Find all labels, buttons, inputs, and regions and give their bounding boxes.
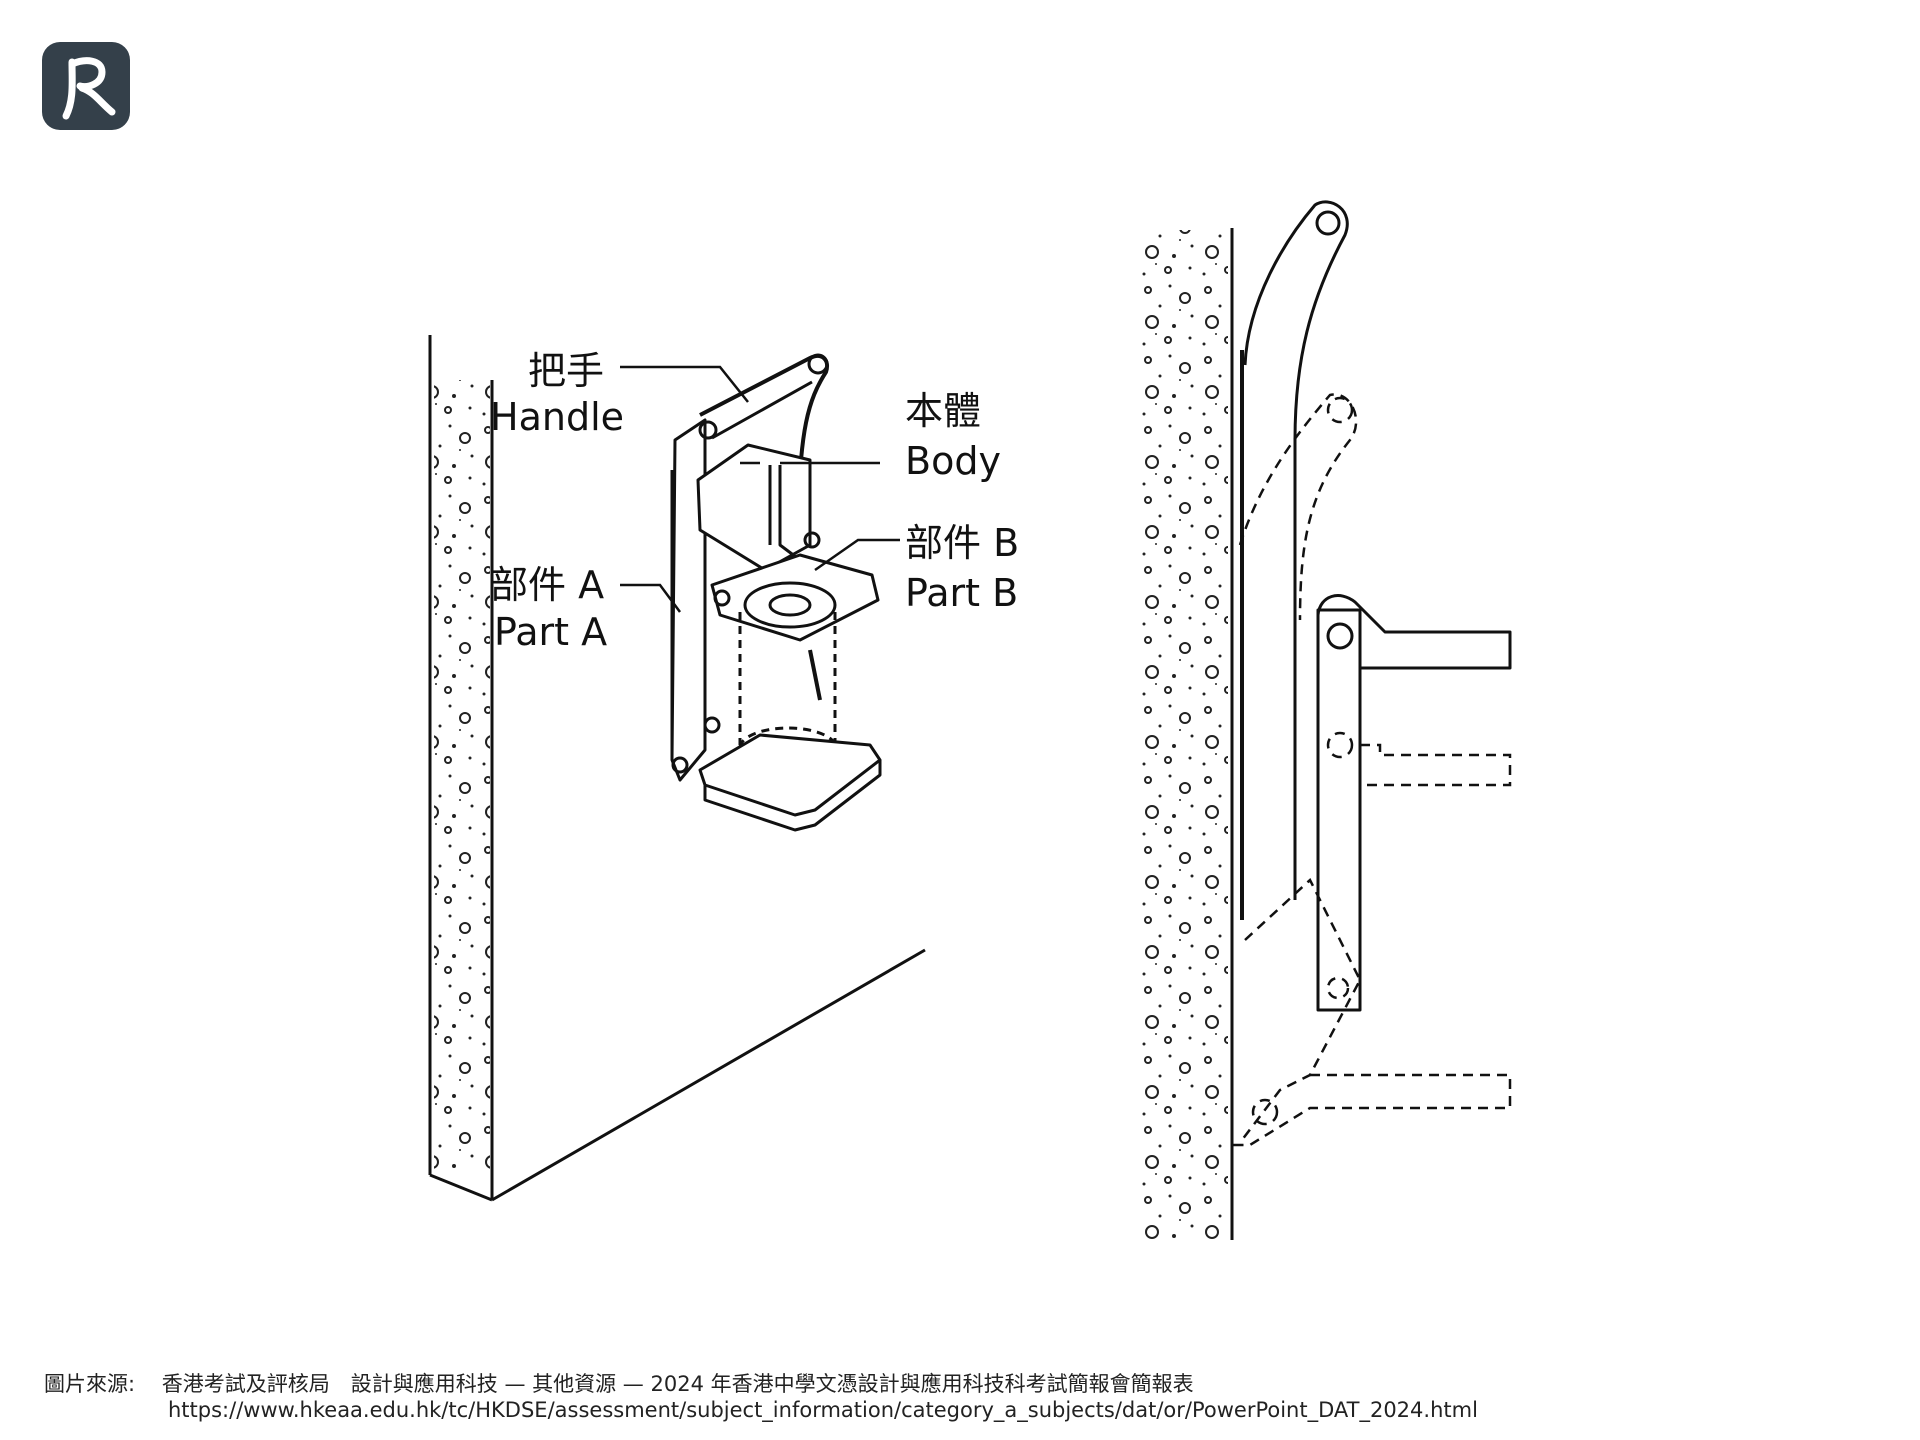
hkeaa-logo [42, 42, 130, 130]
label-body-zh: 本體 [905, 389, 981, 433]
source-text: 香港考試及評核局 設計與應用科技 — 其他資源 — 2024 年香港中學文憑設計… [161, 1372, 1194, 1396]
leader-lines-left [620, 365, 900, 613]
source-prefix: 圖片來源: [44, 1372, 136, 1396]
side-view-mechanism [1240, 200, 1512, 1012]
label-part-a-zh: 部件 A [490, 563, 604, 607]
label-part-a-en: Part A [494, 610, 607, 654]
source-caption: 圖片來源: 香港考試及評核局 設計與應用科技 — 其他資源 — 2024 年香港… [44, 1368, 1194, 1398]
label-part-b-en: Part B [905, 571, 1018, 615]
source-url[interactable]: https://www.hkeaa.edu.hk/tc/HKDSE/assess… [168, 1398, 1478, 1422]
label-part-b-zh: 部件 B [905, 521, 1019, 565]
can-crusher-isometric [670, 353, 882, 832]
label-body-en: Body [905, 439, 1001, 483]
wall-perspective [428, 335, 926, 1202]
label-handle-en: Handle [490, 395, 624, 439]
side-view-lowered-position [1232, 393, 1512, 1147]
label-handle-zh: 把手 [528, 349, 604, 393]
wall-section [1140, 228, 1234, 1240]
